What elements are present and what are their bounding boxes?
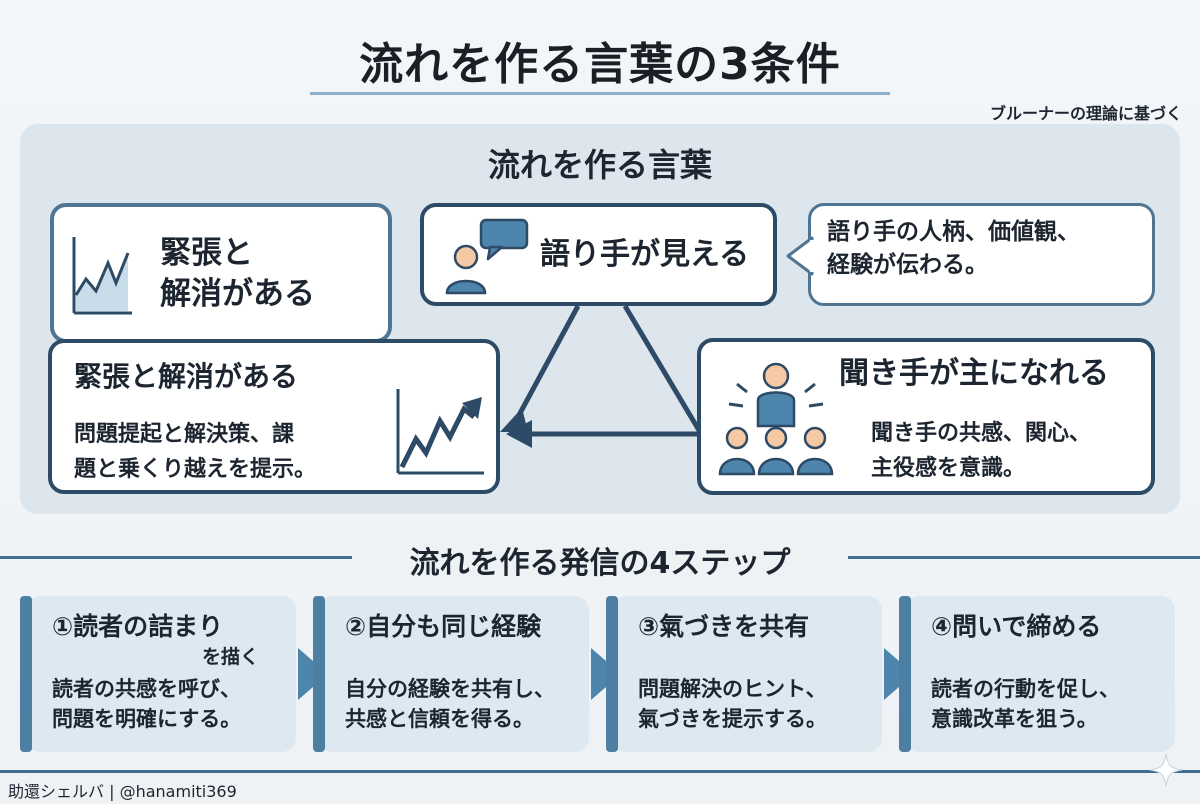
step-4-desc-line1: 読者の行動を促し、 [931,677,1120,701]
footer-brand: 助還シェルバ [8,782,105,801]
speaker-callout-line1: 語り手の人柄、価値観、 [827,219,1080,245]
step-1-title: ①読者の詰まり [52,612,224,641]
speaker-callout: 語り手の人柄、価値観、 経験が伝わる。 [808,203,1155,306]
tension-card-title: 緊張と解消がある [74,360,299,393]
step-card-3: ③氣づきを共有 問題解決のヒント、 氣づきを提示する。 [606,596,882,752]
speaker-icon [445,244,487,295]
step-4-title: ④問いで締める [931,612,1102,641]
step-3-desc-line1: 問題解決のヒント、 [638,677,827,701]
step-2-title: ②自分も同じ経験 [345,612,542,641]
audience-icon [718,362,834,476]
speaker-callout-line2: 経験が伝わる。 [827,252,988,279]
tension-card-back: 緊張と 解消がある [50,203,392,343]
speaker-card-title: 語り手が見える [540,237,750,272]
footer-divider [0,770,1200,773]
step-1-desc-line1: 読者の共感を呼び、 [52,677,241,701]
listener-desc-line1: 聞き手の共感、関心、 [871,421,1092,446]
footer-handle: @hanamiti369 [119,782,237,801]
title-underline [310,92,890,95]
speech-bubble-icon [479,218,529,261]
steps-title: 流れを作る発信の4ステップ [409,546,791,581]
step-1-title-cont: を描く [202,646,260,668]
speaker-card: 語り手が見える [420,203,777,306]
sparkle-icon [1149,753,1183,787]
step-2-desc-line1: 自分の経験を共有し、 [345,677,555,701]
page-title: 流れを作る言葉の3条件 [359,39,841,90]
step-4-desc-line2: 意識改革を狙う。 [931,707,1098,732]
trend-up-chart-icon [396,389,484,475]
speaker-emphasis-icon [728,382,824,408]
listener-card: 聞き手が主になれる 聞き手の共感、関心、 主役感を意識。 [697,338,1155,495]
step-3-desc-line2: 氣づきを提示する。 [638,707,827,732]
step-3-title: ③氣づきを共有 [638,612,810,641]
tension-back-line2: 解消がある [160,275,315,312]
theory-note: ブルーナーの理論に基づく [989,104,1182,123]
step-card-4: ④問いで締める 読者の行動を促し、 意識改革を狙う。 [899,596,1175,752]
step-card-1: ①読者の詰まり を描く 読者の共感を呼び、 問題を明確にする。 [20,596,296,752]
tension-back-line1: 緊張と [160,235,253,271]
tension-desc-line2: 題と乗くり越えを提示。 [74,457,317,483]
step-1-desc-line2: 問題を明確にする。 [52,707,242,732]
callout-pointer [786,236,814,276]
footer: 助還シェルバ | @hanamiti369 [8,782,237,801]
panel-title: 流れを作る言葉 [487,146,712,184]
listener-desc-line2: 主役感を意識。 [871,456,1026,482]
step-card-2: ②自分も同じ経験 自分の経験を共有し、 共感と信頼を得る。 [313,596,589,752]
tension-desc-line1: 問題提起と解決策、課 [74,422,295,447]
peak-chart-icon [72,237,132,315]
step-2-desc-line2: 共感と信頼を得る。 [345,707,534,732]
tension-card: 緊張と解消がある 問題提起と解決策、課 題と乗くり越えを提示。 [48,339,500,494]
listener-card-title: 聞き手が主になれる [839,356,1109,391]
